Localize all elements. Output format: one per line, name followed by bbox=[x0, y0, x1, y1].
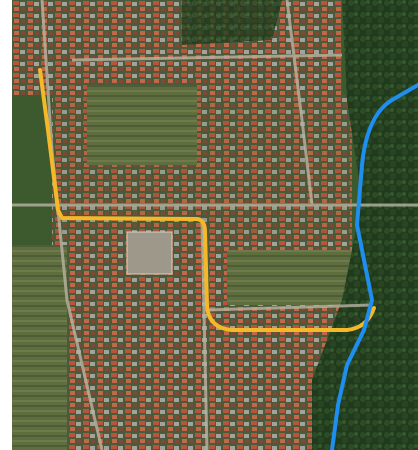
satellite-map[interactable] bbox=[12, 0, 418, 450]
field-southwest bbox=[12, 245, 67, 450]
forest-patch bbox=[182, 0, 282, 45]
compound bbox=[126, 231, 173, 275]
map-canvas[interactable] bbox=[12, 0, 418, 450]
road-network bbox=[12, 0, 418, 450]
river-line bbox=[330, 83, 418, 450]
field-east bbox=[227, 250, 352, 305]
orange-route-line bbox=[38, 68, 376, 332]
town-north bbox=[12, 0, 342, 95]
field-north bbox=[87, 85, 197, 165]
forest-east bbox=[312, 0, 418, 450]
